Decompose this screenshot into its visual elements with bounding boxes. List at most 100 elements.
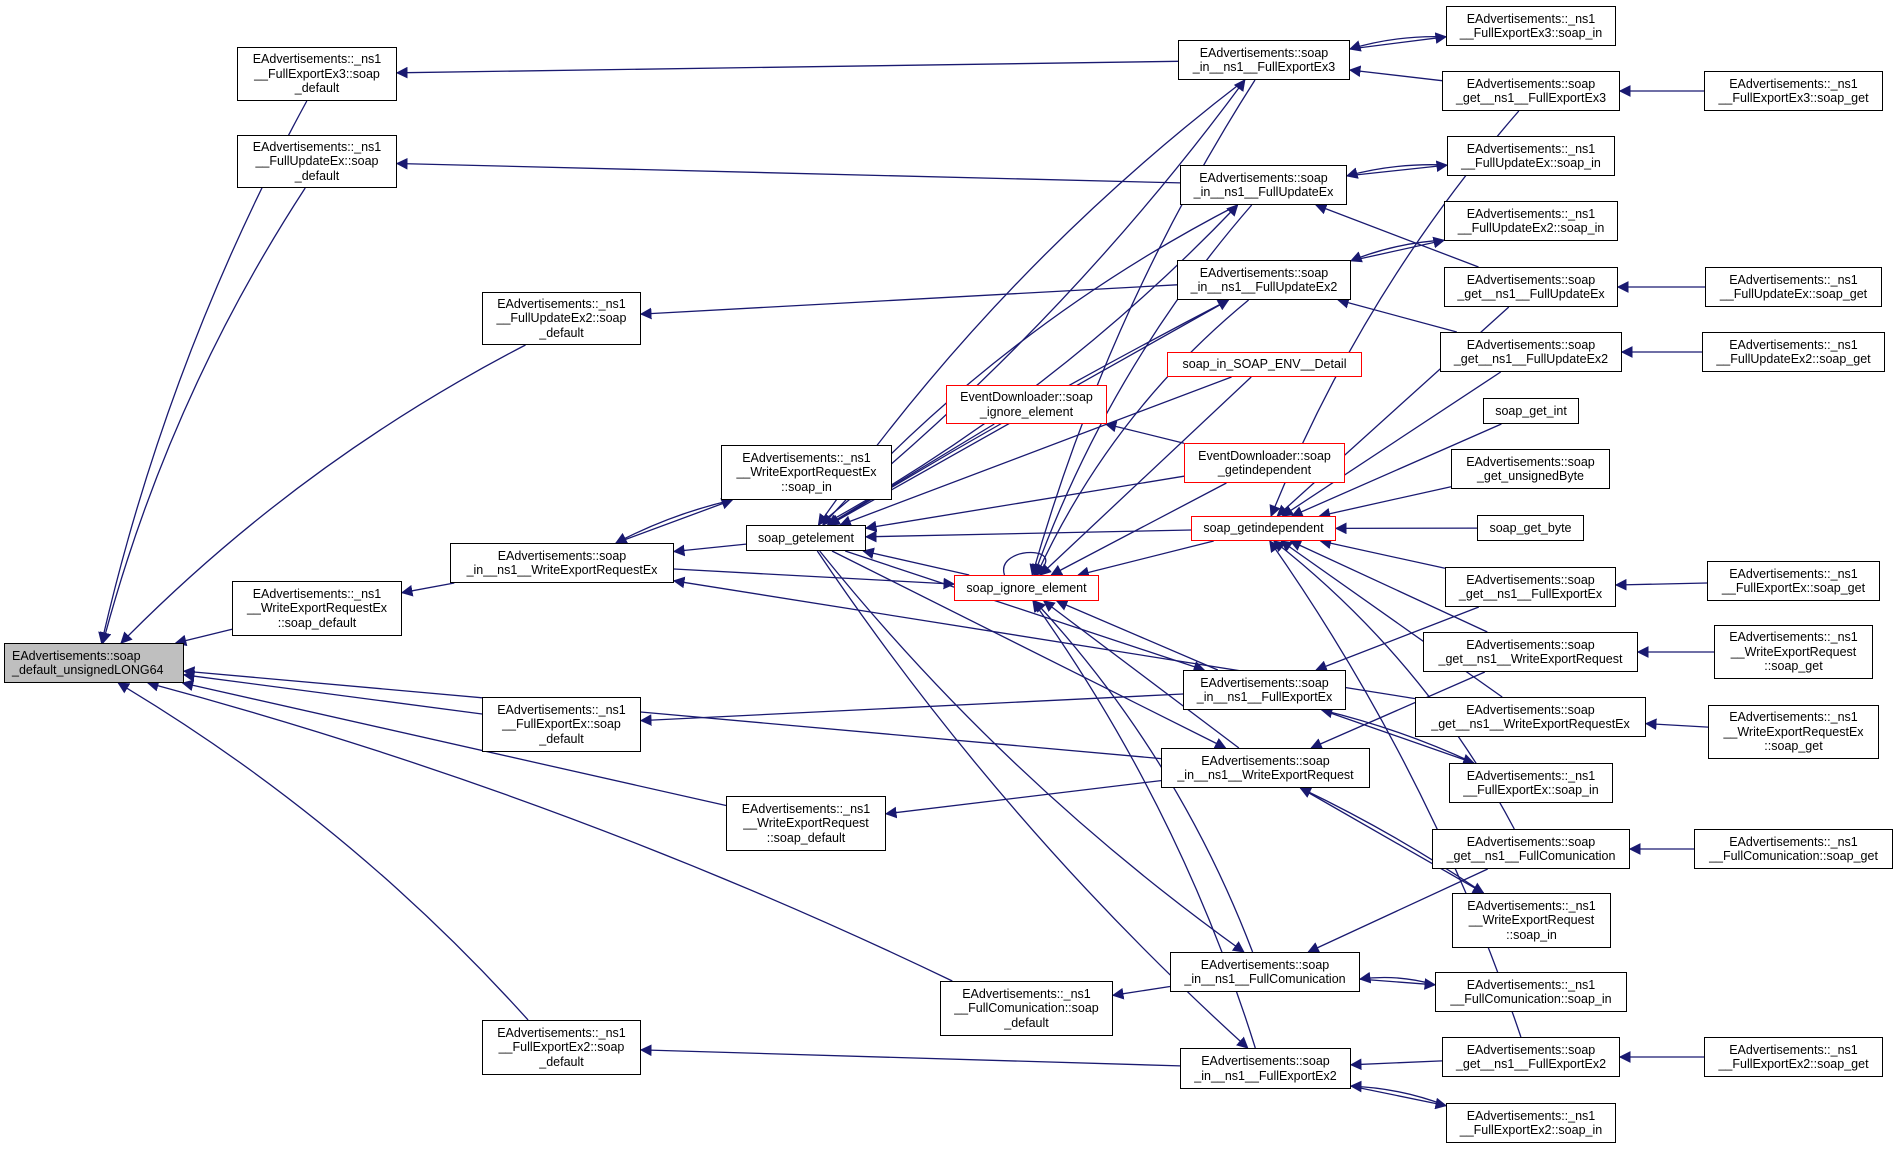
node-fullexportex3-soap-in[interactable]: EAdvertisements::_ns1 __FullExportEx3::s…	[1446, 6, 1616, 46]
edge-wereq_in-to-in_wereq	[1299, 787, 1484, 894]
node-soap-default-unsignedlong64[interactable]: EAdvertisements::soap _default_unsignedL…	[4, 643, 184, 683]
edge-getelement-to-in_wereqex	[672, 543, 747, 557]
node-fullexportex2-soap-default[interactable]: EAdvertisements::_ns1 __FullExportEx2::s…	[482, 1020, 641, 1075]
node-fullexportex3-soap-default[interactable]: EAdvertisements::_ns1 __FullExportEx3::s…	[237, 47, 397, 101]
edge-get_fe2-to-in_fe2	[1349, 1058, 1443, 1071]
edge-get_fu2-to-getindep	[1281, 371, 1502, 517]
edge-getindep-to-ignore	[1077, 540, 1214, 579]
node-writeexportrequestex-soap-default[interactable]: EAdvertisements::_ns1 __WriteExportReque…	[232, 581, 402, 636]
edge-get_fe-to-getindep	[1319, 537, 1446, 569]
node-soap-in-writeexportrequest[interactable]: EAdvertisements::soap _in__ns1__WriteExp…	[1161, 748, 1370, 788]
edge-in_fe-to-fe_def	[639, 693, 1184, 726]
node-soap-in-fullupdateex2[interactable]: EAdvertisements::soap _in__ns1__FullUpda…	[1177, 260, 1351, 300]
edge-wereqex_get-to-get_wereqex	[1644, 718, 1709, 731]
edge-ed_ignore-to-getelement	[826, 423, 995, 526]
node-soap-get-fullupdateex2[interactable]: EAdvertisements::soap _get__ns1__FullUpd…	[1440, 332, 1622, 372]
edge-in_fu2-to-fu2_in	[1350, 236, 1446, 262]
edge-get_fc-to-in_fc	[1307, 868, 1488, 953]
node-soap-get-fullexportex[interactable]: EAdvertisements::soap _get__ns1__FullExp…	[1445, 567, 1616, 607]
node-fullupdateex-soap-get[interactable]: EAdvertisements::_ns1 __FullUpdateEx::so…	[1705, 267, 1882, 307]
node-fullexportex3-soap-get[interactable]: EAdvertisements::_ns1 __FullExportEx3::s…	[1704, 71, 1883, 111]
edge-fc_in-to-in_fc	[1358, 971, 1436, 986]
node-fullupdateex-soap-default[interactable]: EAdvertisements::_ns1 __FullUpdateEx::so…	[237, 135, 397, 188]
node-soap-in-fullexportex[interactable]: EAdvertisements::soap _in__ns1__FullExpo…	[1183, 670, 1346, 710]
edge-in_fe3-to-ignore	[1029, 79, 1256, 577]
node-soap-in-fullcomunication[interactable]: EAdvertisements::soap _in__ns1__FullComu…	[1170, 952, 1360, 992]
node-soap-ignore-element[interactable]: soap_ignore_element	[954, 575, 1099, 601]
node-soap-getelement[interactable]: soap_getelement	[746, 525, 866, 551]
edge-getindep-to-getelement	[864, 529, 1192, 543]
node-writeexportrequest-soap-default[interactable]: EAdvertisements::_ns1 __WriteExportReque…	[726, 796, 886, 851]
edge-in_fe2-to-fe2_in	[1350, 1085, 1448, 1110]
node-writeexportrequest-soap-in[interactable]: EAdvertisements::_ns1 __WriteExportReque…	[1452, 893, 1611, 948]
edge-fe2_in-to-in_fe2	[1349, 1080, 1447, 1107]
node-fullupdateex2-soap-default[interactable]: EAdvertisements::_ns1 __FullUpdateEx2::s…	[482, 292, 641, 345]
node-fullupdateex-soap-in[interactable]: EAdvertisements::_ns1 __FullUpdateEx::so…	[1447, 136, 1615, 176]
node-fullupdateex2-soap-in[interactable]: EAdvertisements::_ns1 __FullUpdateEx2::s…	[1444, 201, 1618, 241]
node-fullexportex-soap-in[interactable]: EAdvertisements::_ns1 __FullExportEx::so…	[1449, 763, 1613, 803]
node-writeexportrequest-soap-get[interactable]: EAdvertisements::_ns1 __WriteExportReque…	[1714, 625, 1873, 679]
edge-get_fu-to-in_fu	[1314, 203, 1479, 268]
node-fullexportex-soap-get[interactable]: EAdvertisements::_ns1 __FullExportEx::so…	[1707, 561, 1880, 601]
edge-get_int-to-getindep	[1290, 423, 1502, 518]
edge-getelement-to-in_fe	[844, 550, 1206, 673]
edge-fe_def-to-root	[182, 670, 483, 715]
edge-fu_def-to-root	[99, 187, 306, 645]
edge-get_ubyte-to-getindep	[1318, 486, 1452, 520]
edge-in_fu-to-fu_def	[395, 157, 1181, 184]
edge-getelement-to-in_wereq	[831, 550, 1227, 749]
edge-in_fu2-to-fu2_def	[639, 284, 1178, 320]
edge-fu2_in-to-in_fu2	[1349, 239, 1445, 263]
edge-ed_getindep-to-ignore	[1050, 482, 1227, 576]
edge-in_wereq-to-root	[182, 666, 1162, 760]
node-soap-in-writeexportrequestex[interactable]: EAdvertisements::soap _in__ns1__WriteExp…	[450, 543, 674, 583]
edge-wereq_def-to-root	[181, 679, 727, 807]
node-soap-in-fullupdateex[interactable]: EAdvertisements::soap _in__ns1__FullUpda…	[1180, 165, 1347, 205]
edge-fu_in-to-in_fu	[1345, 164, 1448, 179]
node-soap-get-fullexportex3[interactable]: EAdvertisements::soap _get__ns1__FullExp…	[1442, 71, 1620, 111]
node-fullexportex2-soap-in[interactable]: EAdvertisements::_ns1 __FullExportEx2::s…	[1446, 1103, 1616, 1143]
node-fullexportex-soap-default[interactable]: EAdvertisements::_ns1 __FullExportEx::so…	[482, 697, 641, 752]
edge-in_fu2-to-ignore	[1035, 299, 1250, 577]
node-fullupdateex2-soap-get[interactable]: EAdvertisements::_ns1 __FullUpdateEx2::s…	[1702, 332, 1885, 372]
edge-ignore-to-getelement	[862, 547, 970, 576]
node-soap-get-writeexportrequestex[interactable]: EAdvertisements::soap _get__ns1__WriteEx…	[1415, 697, 1646, 737]
node-eventdownloader-soap-ignore-element[interactable]: EventDownloader::soap _ignore_element	[946, 385, 1107, 424]
edge-in_fe-to-ignore	[1055, 599, 1219, 671]
node-soap-getindependent[interactable]: soap_getindependent	[1191, 516, 1336, 541]
edge-in_fe3-to-fe3_def	[395, 60, 1179, 79]
node-fullcomunication-soap-get[interactable]: EAdvertisements::_ns1 __FullComunication…	[1694, 829, 1893, 869]
edge-getelement-to-in_fc	[819, 550, 1245, 953]
node-fullcomunication-soap-default[interactable]: EAdvertisements::_ns1 __FullComunication…	[940, 981, 1113, 1036]
edge-env_detail-to-getelement	[839, 376, 1232, 527]
node-writeexportrequestex-soap-get[interactable]: EAdvertisements::_ns1 __WriteExportReque…	[1708, 705, 1879, 759]
edge-env_detail-to-ignore	[1039, 376, 1252, 576]
edge-wereqex_in-to-in_wereqex	[614, 499, 733, 544]
edge-in_wereq-to-wereq_in	[1300, 787, 1485, 894]
edge-fe_in-to-in_fe	[1320, 706, 1474, 764]
node-soap-get-byte[interactable]: soap_get_byte	[1477, 515, 1584, 541]
edge-get_wereq-to-getindep	[1289, 540, 1488, 633]
node-soap-get-fullexportex2[interactable]: EAdvertisements::soap _get__ns1__FullExp…	[1442, 1037, 1620, 1077]
edge-fe_get-to-get_fe	[1614, 578, 1708, 591]
edge-wereqex_def-to-root	[174, 628, 233, 647]
edge-in_wereqex-to-ignore	[673, 568, 956, 590]
edge-in_wereqex-to-wereqex_def	[400, 582, 455, 597]
node-soap-in-fullexportex2[interactable]: EAdvertisements::soap _in__ns1__FullExpo…	[1180, 1048, 1351, 1089]
node-soap-in-fullexportex3[interactable]: EAdvertisements::soap _in__ns1__FullExpo…	[1178, 40, 1350, 80]
node-soap-get-fullupdateex[interactable]: EAdvertisements::soap _get__ns1__FullUpd…	[1444, 267, 1618, 307]
node-soap-in-soap-env-detail[interactable]: soap_in_SOAP_ENV__Detail	[1167, 352, 1362, 377]
node-soap-get-fullcomunication[interactable]: EAdvertisements::soap _get__ns1__FullCom…	[1432, 829, 1630, 869]
node-writeexportrequestex-soap-in[interactable]: EAdvertisements::_ns1 __WriteExportReque…	[721, 445, 892, 500]
node-eventdownloader-soap-getindependent[interactable]: EventDownloader::soap _getindependent	[1184, 443, 1345, 483]
node-fullexportex2-soap-get[interactable]: EAdvertisements::_ns1 __FullExportEx2::s…	[1704, 1037, 1883, 1077]
node-soap-get-writeexportrequest[interactable]: EAdvertisements::soap _get__ns1__WriteEx…	[1423, 632, 1638, 672]
edge-in_wereqex-to-wereqex_in	[615, 498, 734, 544]
edge-get_fe3-to-in_fe3	[1348, 65, 1443, 82]
edge-fu2_def-to-root	[120, 344, 526, 644]
edge-ed_getindep-to-ed_ignore	[1104, 420, 1185, 444]
node-soap-get-int[interactable]: soap_get_int	[1483, 398, 1579, 424]
node-soap-get-unsignedbyte[interactable]: EAdvertisements::soap _get_unsignedByte	[1451, 449, 1610, 489]
edge-in_fe2-to-fe2_def	[639, 1044, 1181, 1067]
node-fullcomunication-soap-in[interactable]: EAdvertisements::_ns1 __FullComunication…	[1435, 972, 1627, 1012]
